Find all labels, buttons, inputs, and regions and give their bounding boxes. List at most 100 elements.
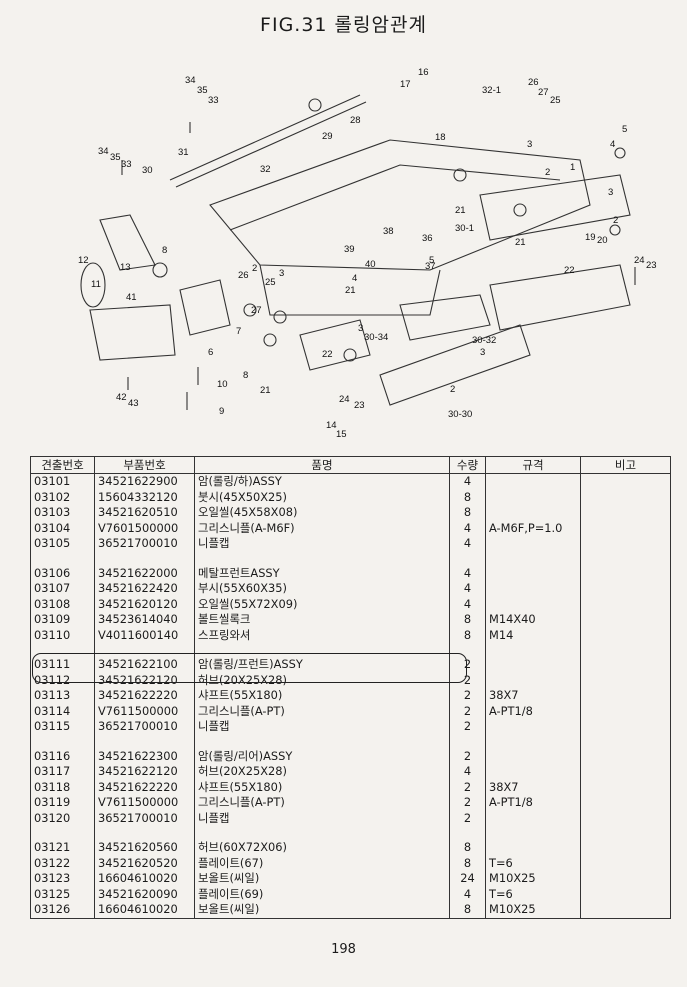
shaft-32 (169, 94, 367, 188)
cell-ref-no: 03116 (30, 748, 95, 764)
seal-21-b (513, 203, 527, 217)
table-group-gap (30, 551, 671, 566)
cell-part-no: 34523614040 (94, 612, 195, 628)
cell-ref-no: 03104 (30, 520, 95, 536)
cell-qty: 4 (449, 886, 486, 902)
callout-26: 26 (238, 270, 249, 281)
cell-spec: T=6 (485, 886, 581, 902)
cell-part-no: 34521622220 (94, 688, 195, 704)
cell-ref-no: 03111 (30, 657, 95, 673)
cell-remark (580, 688, 671, 704)
cell-remark (580, 520, 671, 536)
callout-32-1: 32-1 (482, 85, 501, 96)
callout-8: 8 (162, 245, 167, 256)
callout-2: 2 (450, 384, 455, 395)
table-group-gap (30, 734, 671, 749)
cell-remark (580, 565, 671, 581)
callout-33: 33 (121, 159, 132, 170)
cell-part-no: 36521700010 (94, 536, 195, 552)
cell-ref-no: 03107 (30, 581, 95, 597)
callout-27: 27 (538, 87, 549, 98)
cell-spec (485, 810, 581, 826)
callout-ellipse-11 (80, 262, 106, 308)
callout-23: 23 (354, 400, 365, 411)
callout-30-30: 30-30 (448, 409, 472, 420)
cell-part-name: 니플캡 (194, 536, 450, 552)
cell-part-name: 허브(60X72X06) (194, 840, 450, 856)
callout-1: 1 (570, 162, 575, 173)
cell-remark (580, 719, 671, 735)
cell-spec (485, 473, 581, 490)
callout-24: 24 (634, 255, 645, 266)
cell-qty: 4 (449, 520, 486, 536)
cell-part-name: 보올트(씨일) (194, 871, 450, 887)
cell-qty: 2 (449, 657, 486, 673)
cell-part-no: 34521622000 (94, 565, 195, 581)
cell-spec (485, 536, 581, 552)
cell-qty: 4 (449, 764, 486, 780)
cell-part-name: 암(롤링/프런트)ASSY (194, 657, 450, 673)
cell-part-name: 플레이트(67) (194, 855, 450, 871)
cell-ref-no: 03121 (30, 840, 95, 856)
bolt-group-b (121, 122, 636, 285)
cell-spec: M14 (485, 627, 581, 643)
cell-qty: 2 (449, 779, 486, 795)
callout-22: 22 (564, 265, 575, 276)
bushing-2 (273, 310, 287, 324)
header-part-no: 부품번호 (94, 456, 195, 474)
cell-part-name: 그리스니플(A-PT) (194, 703, 450, 719)
rolling-arm-right (479, 174, 631, 241)
callout-8: 8 (243, 370, 248, 381)
cell-remark (580, 596, 671, 612)
callout-40: 40 (365, 259, 376, 270)
cell-spec: A-PT1/8 (485, 703, 581, 719)
cell-ref-no: 03110 (30, 627, 95, 643)
cell-qty: 2 (449, 810, 486, 826)
bolt-group (127, 367, 199, 410)
cell-part-name: 암(롤링/하)ASSY (194, 473, 450, 490)
frame-inner-line (229, 164, 561, 231)
cell-remark (580, 703, 671, 719)
callout-4: 4 (352, 273, 357, 284)
cell-part-no: 34521622300 (94, 748, 195, 764)
cell-remark (580, 871, 671, 887)
cell-part-no: 34521620510 (94, 505, 195, 521)
callout-34: 34 (98, 146, 109, 157)
table-group-gap (30, 643, 671, 657)
seal-8 (152, 262, 168, 278)
page-number: 198 (331, 942, 356, 957)
cell-part-no: 34521622420 (94, 581, 195, 597)
callout-9: 9 (219, 406, 224, 417)
cell-spec: 38X7 (485, 688, 581, 704)
cell-part-no: 34521622900 (94, 473, 195, 490)
cell-spec (485, 489, 581, 505)
cell-part-name: 스프링와셔 (194, 627, 450, 643)
cell-spec (485, 505, 581, 521)
cell-spec: M10X25 (485, 902, 581, 919)
cell-remark (580, 810, 671, 826)
seal-21-c (263, 333, 277, 347)
cell-part-name: 허브(20X25X28) (194, 672, 450, 688)
cell-qty: 24 (449, 871, 486, 887)
callout-10: 10 (217, 379, 228, 390)
callout-27: 27 (251, 305, 262, 316)
cell-part-no: 36521700010 (94, 719, 195, 735)
cell-ref-no: 03117 (30, 764, 95, 780)
cell-remark (580, 473, 671, 490)
cell-remark (580, 612, 671, 628)
cell-remark (580, 627, 671, 643)
callout-21: 21 (455, 205, 466, 216)
cell-spec (485, 596, 581, 612)
cell-spec: M10X25 (485, 871, 581, 887)
callout-3: 3 (358, 323, 363, 334)
cell-part-name: 볼트씰록크 (194, 612, 450, 628)
callout-25: 25 (265, 277, 276, 288)
seal-8-b (243, 303, 257, 317)
cell-part-no: V7611500000 (94, 795, 195, 811)
frame-lower (259, 264, 441, 316)
